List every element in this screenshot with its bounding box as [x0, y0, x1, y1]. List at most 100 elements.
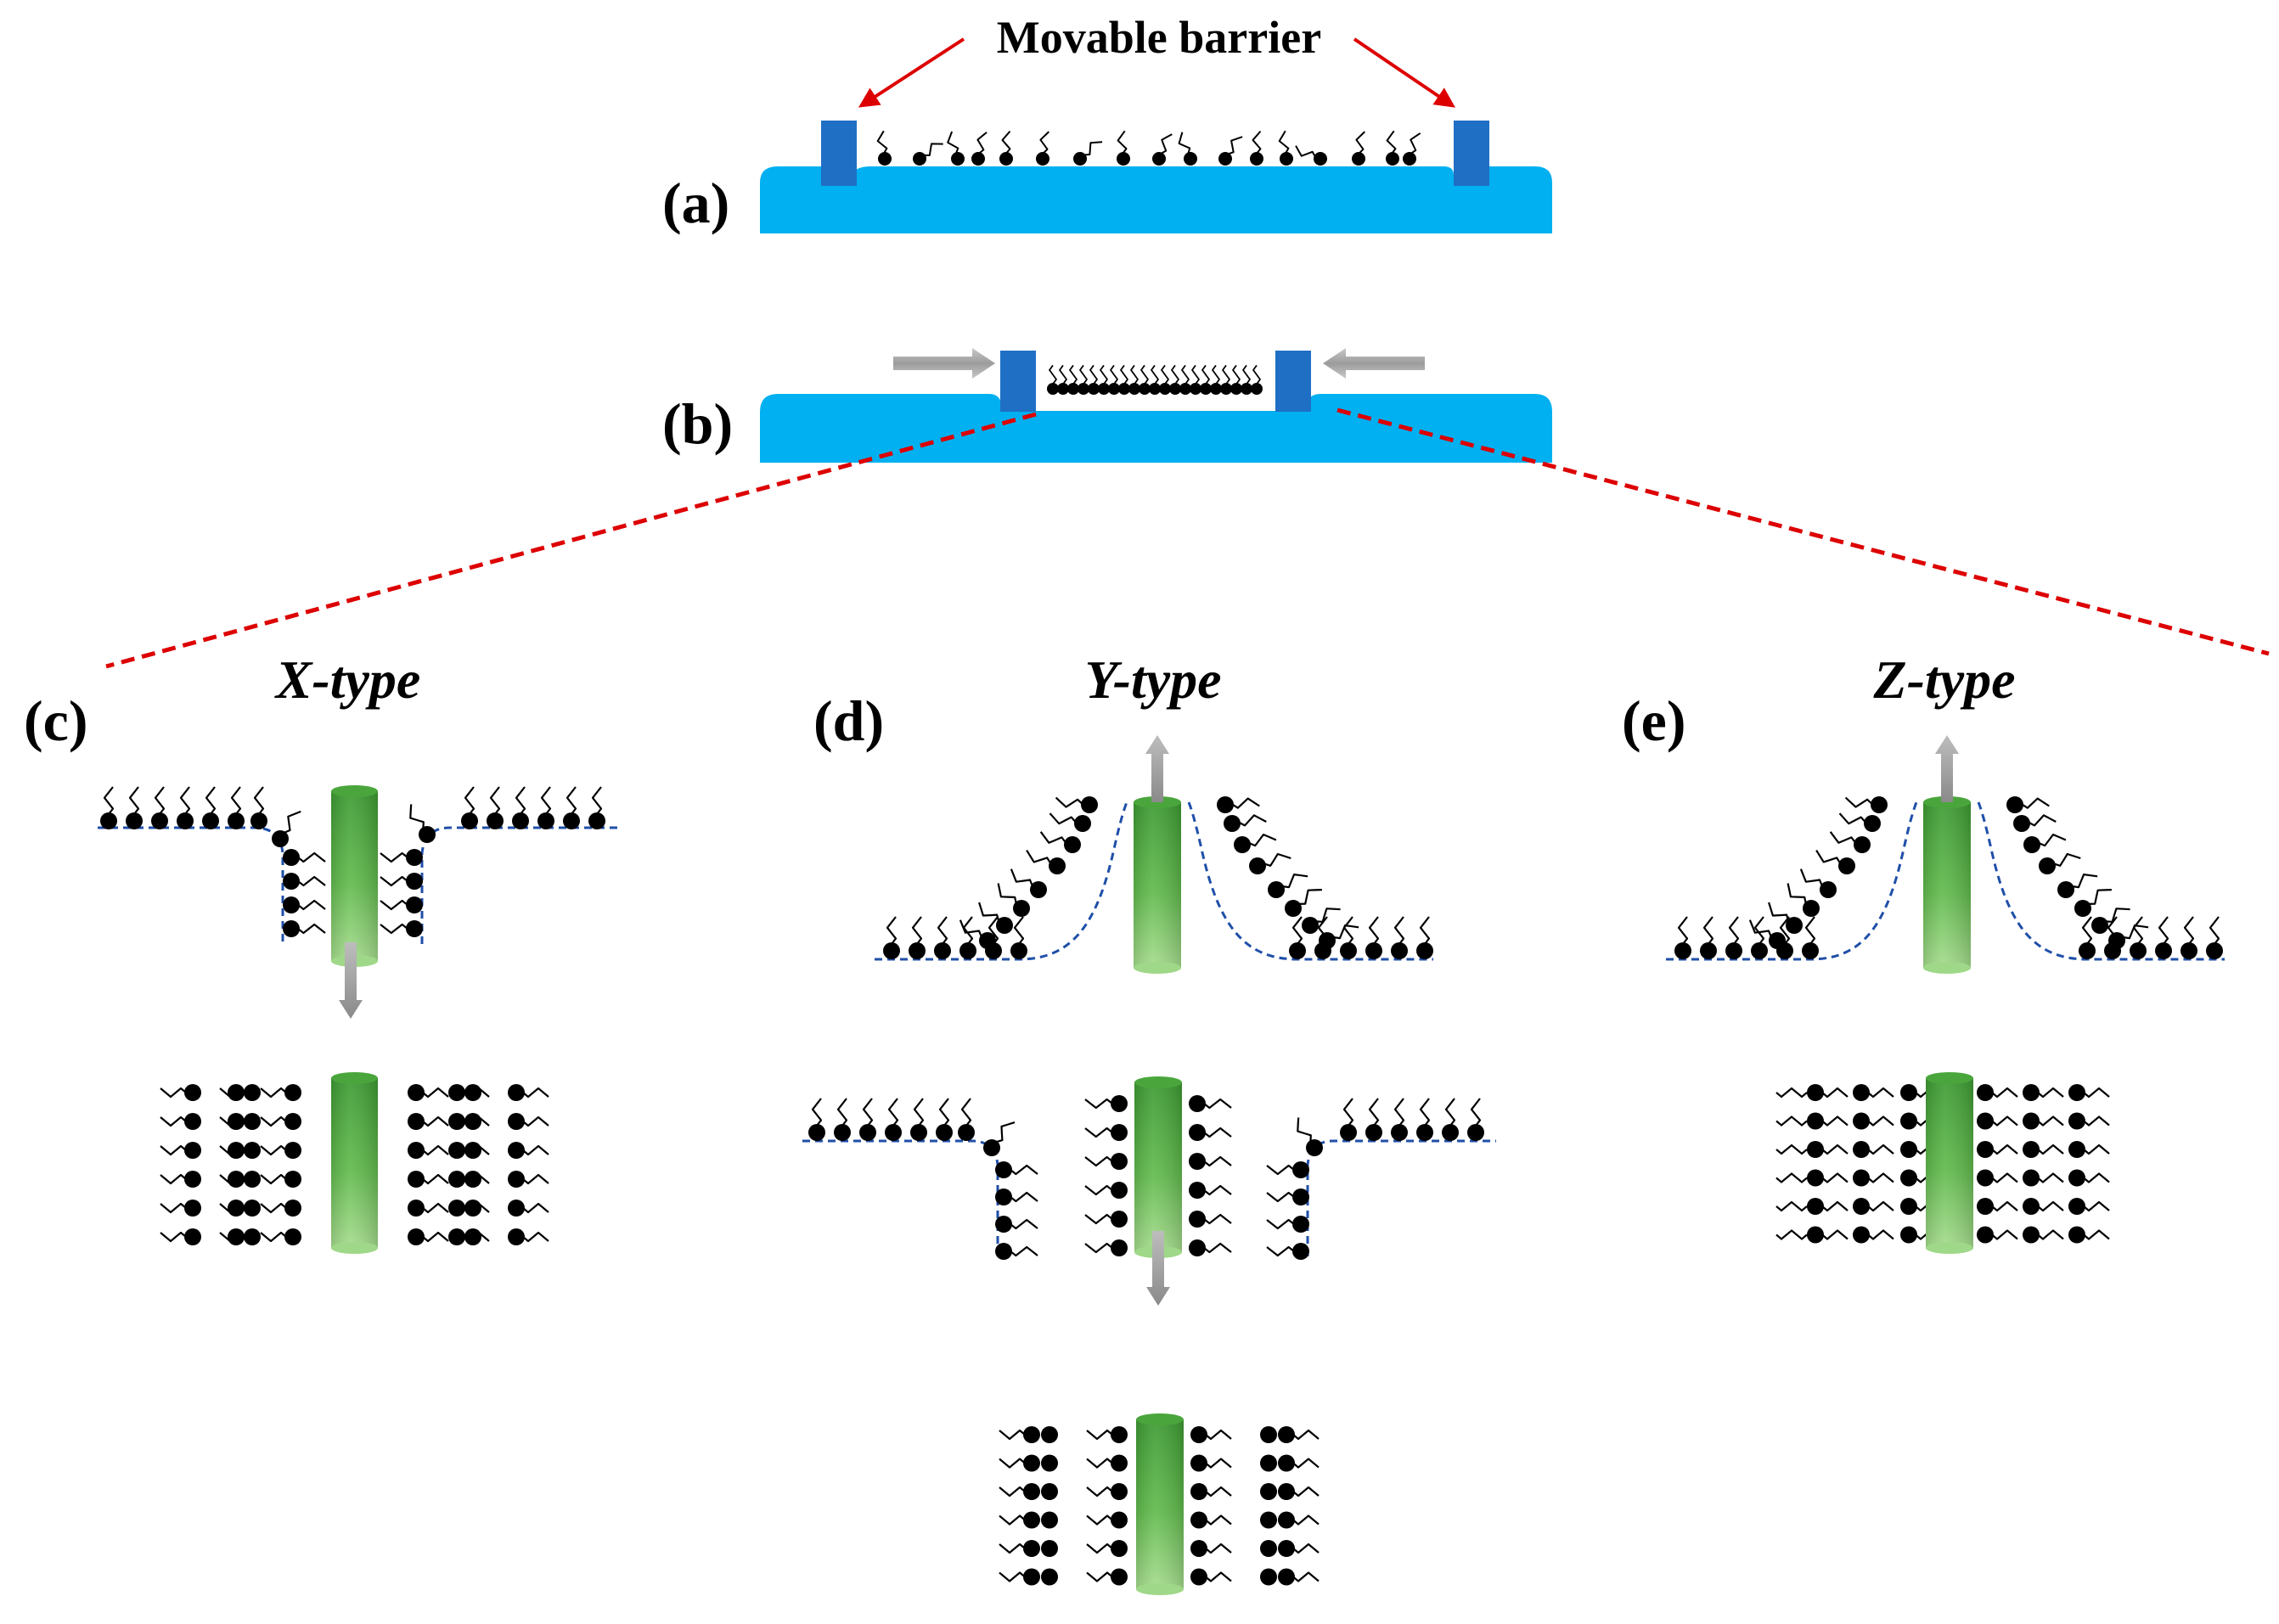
- molecule-head: [1900, 1112, 1917, 1130]
- molecule-head: [2079, 942, 2096, 959]
- molecule: [910, 1098, 927, 1141]
- molecule-head: [284, 1142, 301, 1159]
- molecule: [1285, 889, 1322, 917]
- molecule-head: [1041, 1540, 1058, 1557]
- molecule-head: [283, 849, 300, 866]
- molecule: [1977, 1226, 2018, 1244]
- molecule-head: [1807, 1169, 1824, 1187]
- molecule: [408, 1200, 449, 1217]
- molecule-head: [971, 152, 985, 166]
- molecule: [1319, 924, 1359, 949]
- molecule: [2155, 916, 2172, 959]
- substrate-d-multilayer: [1136, 1413, 1184, 1595]
- molecule-head: [2023, 1112, 2040, 1130]
- molecule: [1266, 1188, 1309, 1205]
- barrier-right-a: [1454, 121, 1489, 186]
- molecule-head: [2068, 1169, 2085, 1187]
- molecule-head: [1700, 942, 1717, 959]
- molecule: [1295, 145, 1327, 166]
- molecule-head: [1280, 152, 1293, 166]
- molecule: [1751, 916, 1768, 959]
- molecule-head: [1190, 1426, 1207, 1443]
- molecule-head: [1023, 1540, 1040, 1557]
- molecule: [934, 916, 951, 959]
- substrate-top: [1926, 1072, 1973, 1084]
- molecule-head: [1278, 1540, 1295, 1557]
- molecule-head: [1111, 1540, 1128, 1557]
- molecule-head: [1067, 383, 1079, 395]
- molecule-head: [1260, 1540, 1277, 1557]
- molecule-head: [2206, 942, 2223, 959]
- molecule: [2130, 916, 2147, 959]
- molecule: [1230, 364, 1242, 395]
- molecule: [260, 1228, 301, 1245]
- panel-c-type: X-type: [274, 649, 421, 710]
- molecule-head: [2130, 942, 2147, 959]
- molecule-head: [1111, 1211, 1128, 1228]
- molecule: [1026, 850, 1066, 874]
- molecule: [160, 1113, 201, 1130]
- molecule-head: [1250, 152, 1263, 166]
- molecule: [1084, 1239, 1128, 1256]
- molecule-head: [284, 1084, 301, 1101]
- molecule: [2013, 814, 2057, 832]
- molecule: [1055, 796, 1098, 813]
- molecule: [999, 130, 1013, 166]
- molecule: [2023, 1084, 2064, 1101]
- molecule: [1179, 364, 1191, 395]
- molecule-tail: [1775, 1087, 1808, 1099]
- molecule: [959, 919, 996, 949]
- molecule: [1278, 1568, 1320, 1586]
- molecule-head: [995, 1243, 1012, 1260]
- molecule: [1189, 1153, 1232, 1170]
- molecule-head: [283, 873, 300, 890]
- molecule-head: [408, 1171, 425, 1188]
- molecule-head: [2068, 1112, 2085, 1130]
- molecule-head: [1900, 1084, 1917, 1101]
- molecule-head: [1807, 1198, 1824, 1215]
- molecule-head: [1977, 1198, 1994, 1215]
- molecule: [1086, 1568, 1128, 1586]
- molecule: [958, 1098, 975, 1141]
- substrate-e-up: [1923, 796, 1971, 974]
- molecule-head: [1189, 1124, 1206, 1141]
- molecule-head: [244, 1171, 261, 1188]
- molecule: [1977, 1198, 2018, 1215]
- panel-d-label: (d): [813, 688, 884, 753]
- molecule: [1152, 133, 1173, 166]
- molecule-tail: [1775, 1115, 1808, 1127]
- molecule-head: [126, 812, 143, 829]
- molecule: [1266, 1243, 1309, 1260]
- molecule-head: [1786, 917, 1803, 934]
- molecule: [1073, 141, 1103, 166]
- motion-arrow: [1146, 1231, 1170, 1306]
- molecule-head: [184, 1200, 201, 1217]
- molecule: [1802, 916, 1819, 959]
- molecule: [1190, 1511, 1232, 1529]
- molecule: [512, 786, 529, 829]
- molecule-head: [1023, 1426, 1040, 1443]
- molecule: [999, 1540, 1040, 1557]
- molecule: [1086, 1426, 1128, 1443]
- molecule-head: [1853, 1084, 1870, 1101]
- molecule-head: [1041, 1568, 1058, 1586]
- molecule-head: [1041, 1483, 1058, 1500]
- molecule-head: [1854, 836, 1871, 853]
- molecule-head: [448, 1113, 465, 1130]
- molecule-head: [202, 812, 219, 829]
- molecule: [1787, 883, 1820, 917]
- molecule: [1098, 364, 1110, 395]
- molecule-head: [2023, 836, 2040, 853]
- molecule-head: [1803, 900, 1820, 917]
- molecule-head: [1218, 152, 1232, 166]
- dip-down-arrow-d: [1146, 1231, 1170, 1306]
- molecule: [1278, 1483, 1320, 1500]
- molecule-head: [2023, 1084, 2040, 1101]
- molecule: [999, 1511, 1040, 1529]
- motion-arrow: [339, 942, 363, 1019]
- molecule: [260, 1113, 301, 1130]
- molecule: [1139, 364, 1151, 395]
- molecule-head: [464, 1200, 481, 1217]
- molecule: [1853, 1226, 1894, 1244]
- molecule: [1049, 812, 1091, 832]
